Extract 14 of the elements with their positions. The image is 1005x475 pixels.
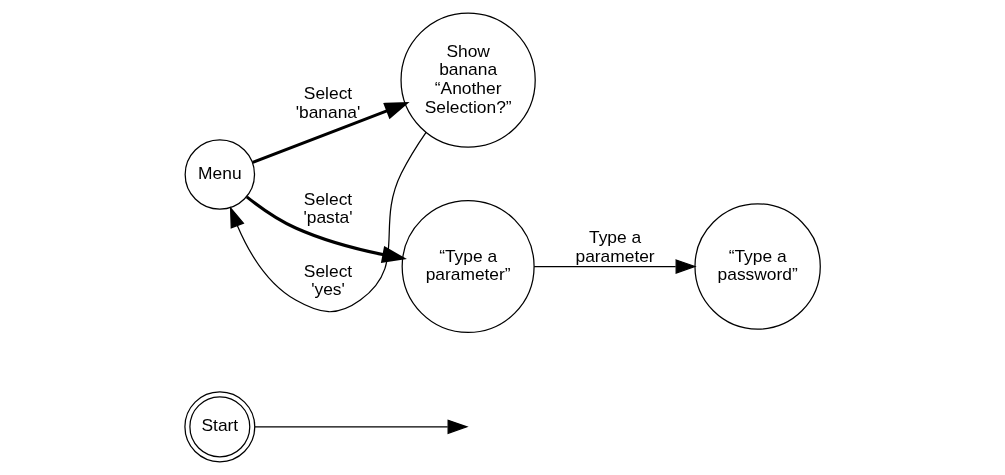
edge-label: Select 'yes' xyxy=(303,260,353,300)
node-circle: Show banana “Another Selection?” xyxy=(400,12,536,148)
edge-label: Type a parameter xyxy=(575,227,655,266)
arrow xyxy=(245,195,407,264)
node-circle: “Type a parameter” xyxy=(401,199,535,334)
node-circle: Menu xyxy=(184,139,256,210)
arrow xyxy=(254,419,469,435)
edge-label: Select 'pasta' xyxy=(303,188,353,228)
arrow xyxy=(533,259,697,274)
arrow xyxy=(229,131,427,313)
arrow xyxy=(252,102,410,164)
edge-label: Select 'banana' xyxy=(295,82,361,122)
node-circle: “Type a password” xyxy=(694,203,821,330)
node-circle: Start xyxy=(184,391,256,463)
